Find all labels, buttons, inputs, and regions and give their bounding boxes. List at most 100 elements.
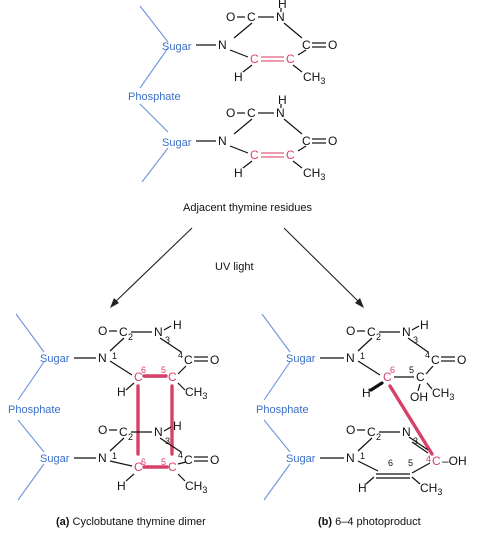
sugar-label: Sugar	[286, 353, 316, 365]
methyl-group: CH3	[303, 70, 325, 86]
atom-c2: C	[367, 325, 376, 339]
cyclobutane-dimer: Sugar Phosphate Sugar O C 2 N H 3 N 1 4 …	[8, 313, 219, 501]
atom-n1: N	[98, 451, 107, 465]
atom-n1: N	[346, 351, 355, 365]
atom-c2: C	[119, 325, 128, 339]
atom-c4: C	[184, 353, 193, 367]
ring-number: 2	[376, 432, 381, 442]
ring-number: 1	[112, 451, 117, 461]
arrow-right	[283, 227, 363, 306]
atom-o: O	[210, 353, 219, 367]
atom-n3: N	[402, 425, 411, 439]
top-backbone-line	[139, 5, 169, 43]
atom-c6: C	[250, 148, 259, 162]
arrowhead-left	[110, 298, 119, 308]
ring-number: 2	[376, 332, 381, 342]
methyl-group: CH3	[420, 481, 442, 497]
atom-c2: C	[367, 425, 376, 439]
atom-h: H	[278, 93, 287, 107]
atom-o: O	[210, 453, 219, 467]
ring-number: 4	[425, 350, 430, 360]
methyl-group: CH3	[432, 386, 454, 402]
ring-number: 2	[128, 432, 133, 442]
caption-a: (a) Cyclobutane thymine dimer	[56, 516, 206, 528]
ring-number: 6	[388, 458, 393, 468]
backbone-line	[15, 313, 45, 353]
top-structure: Sugar Phosphate Sugar O C N H N C O C C	[128, 0, 337, 183]
uv-light-label: UV light	[215, 261, 254, 273]
ring-number: 6	[390, 365, 395, 375]
atom-c4: C	[431, 353, 440, 367]
lower-thymine: O C N H N C O C C H CH3	[218, 93, 337, 182]
backbone-line	[263, 419, 291, 453]
atom-h: H	[117, 385, 126, 399]
atom-h: H	[420, 318, 429, 332]
ring-number: 2	[128, 332, 133, 342]
atom-n1: N	[346, 451, 355, 465]
ring-number: 5	[408, 458, 413, 468]
atom-c: C	[247, 10, 256, 24]
sugar-label: Sugar	[286, 453, 316, 465]
backbone-line	[261, 313, 291, 353]
top-backbone-line	[141, 147, 169, 183]
atom-o: O	[457, 353, 466, 367]
ring-number: 5	[161, 365, 166, 375]
methyl-group: CH3	[185, 385, 207, 401]
atom-o: O	[98, 324, 107, 338]
caption-b: (b) 6–4 photoproduct	[318, 516, 421, 528]
atom-c6: C	[134, 460, 143, 474]
ring-number: 6	[141, 457, 146, 467]
top-backbone-line	[139, 103, 169, 133]
hydroxyl-group: –OH	[442, 454, 467, 468]
adjacent-residues-label: Adjacent thymine residues	[183, 202, 313, 214]
methyl-group: CH3	[303, 166, 325, 182]
atom-c4: C	[432, 454, 441, 468]
atom-o: O	[226, 10, 235, 24]
atom-o: O	[346, 423, 355, 437]
atom-c4: C	[184, 453, 193, 467]
atom-h: H	[173, 419, 182, 433]
atom-c2: C	[119, 425, 128, 439]
six-four-photoproduct: Sugar Phosphate Sugar O C 2 N H 3 N 1 4 …	[256, 313, 467, 501]
atom-n3: N	[402, 325, 411, 339]
reaction-arrows: UV light	[110, 227, 364, 308]
atom-c5: C	[168, 370, 177, 384]
ring-number: 3	[165, 335, 170, 345]
atom-c6: C	[250, 52, 259, 66]
atom-o: O	[226, 106, 235, 120]
atom-h: H	[358, 481, 367, 495]
arrow-left	[111, 227, 193, 306]
sugar-label: Sugar	[40, 453, 70, 465]
atom-c: C	[302, 134, 311, 148]
six-four-linkage-bond	[388, 384, 434, 456]
atom-c6: C	[134, 370, 143, 384]
atom-h: H	[278, 0, 287, 11]
atom-c: C	[302, 38, 311, 52]
phosphate-label: Phosphate	[8, 404, 61, 416]
atom-h: H	[173, 318, 182, 332]
atom-n: N	[276, 106, 285, 120]
atom-c5: C	[286, 52, 295, 66]
wedge-bond	[369, 381, 384, 392]
ring-number: 6	[141, 365, 146, 375]
atom-c5: C	[416, 370, 425, 384]
sugar-label: Sugar	[162, 41, 192, 53]
atom-h: H	[362, 386, 371, 400]
backbone-line	[263, 361, 291, 401]
atom-o: O	[328, 38, 337, 52]
backbone-line	[17, 361, 45, 401]
arrowhead-right	[355, 298, 364, 308]
backbone-line	[263, 463, 291, 501]
ring-number: 1	[112, 351, 117, 361]
hydroxyl-group: OH	[410, 390, 428, 404]
sugar-label: Sugar	[162, 137, 192, 149]
ring-number: 5	[161, 457, 166, 467]
atom-c: C	[247, 106, 256, 120]
ring-number: 4	[178, 350, 183, 360]
methyl-group: CH3	[185, 479, 207, 495]
atom-o: O	[328, 134, 337, 148]
phosphate-label: Phosphate	[128, 91, 181, 103]
atom-c5: C	[168, 460, 177, 474]
ring-number: 4	[178, 450, 183, 460]
top-backbone-line	[139, 47, 169, 89]
